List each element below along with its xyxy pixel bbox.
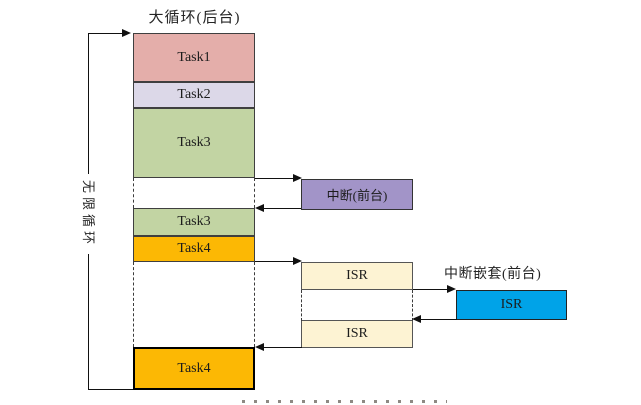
interrupt-foreground-block: 中断(前台): [301, 179, 413, 210]
arrow-line-nested-return: [420, 319, 457, 320]
task3-block: Task3: [133, 108, 255, 178]
dashed-gap-task3-right: [254, 178, 255, 208]
infinite-loop-bottom-line: [88, 389, 134, 390]
dashed-gap-isr-right: [412, 290, 413, 321]
arrow-line-task3-to-interrupt: [255, 178, 295, 179]
infinite-loop-label: 无限循环: [79, 174, 97, 254]
task2-block: Task2: [133, 82, 255, 108]
arrow-line-interrupt-return: [262, 208, 301, 209]
nested-interrupt-title: 中断嵌套(前台): [444, 267, 542, 282]
task3-resume-block: Task3: [133, 208, 255, 236]
arrowhead-isr-to-nested: [447, 285, 456, 293]
infinite-loop-top-line: [88, 33, 124, 34]
arrow-line-isr-to-nested: [413, 289, 449, 290]
arrow-line-isr-to-task4: [262, 347, 302, 348]
isr-bottom-block: ISR: [301, 320, 413, 348]
background-loop-title: 大循环(后台): [148, 10, 241, 26]
dashed-gap-isr-left: [301, 290, 302, 321]
arrowhead-interrupt-return: [255, 204, 264, 212]
task4-block: Task4: [133, 236, 255, 262]
nested-isr-block: ISR: [456, 290, 567, 320]
arrowhead-task4-to-isr: [293, 257, 302, 265]
arrowhead-nested-return: [412, 315, 421, 323]
arrowhead-isr-to-task4: [255, 343, 264, 351]
isr-top-block: ISR: [301, 262, 413, 290]
task1-block: Task1: [133, 33, 255, 82]
arrowhead-task3-to-interrupt: [293, 174, 302, 182]
cropped-caption-marks: [242, 400, 447, 403]
arrowhead-loop-into-task1: [122, 29, 131, 37]
dashed-gap-task4-right: [254, 262, 255, 347]
task4-resume-block: Task4: [133, 347, 255, 390]
dashed-gap-task3-left: [133, 178, 134, 208]
arrow-line-task4-to-isr: [255, 261, 295, 262]
dashed-gap-task4-left: [133, 262, 134, 347]
